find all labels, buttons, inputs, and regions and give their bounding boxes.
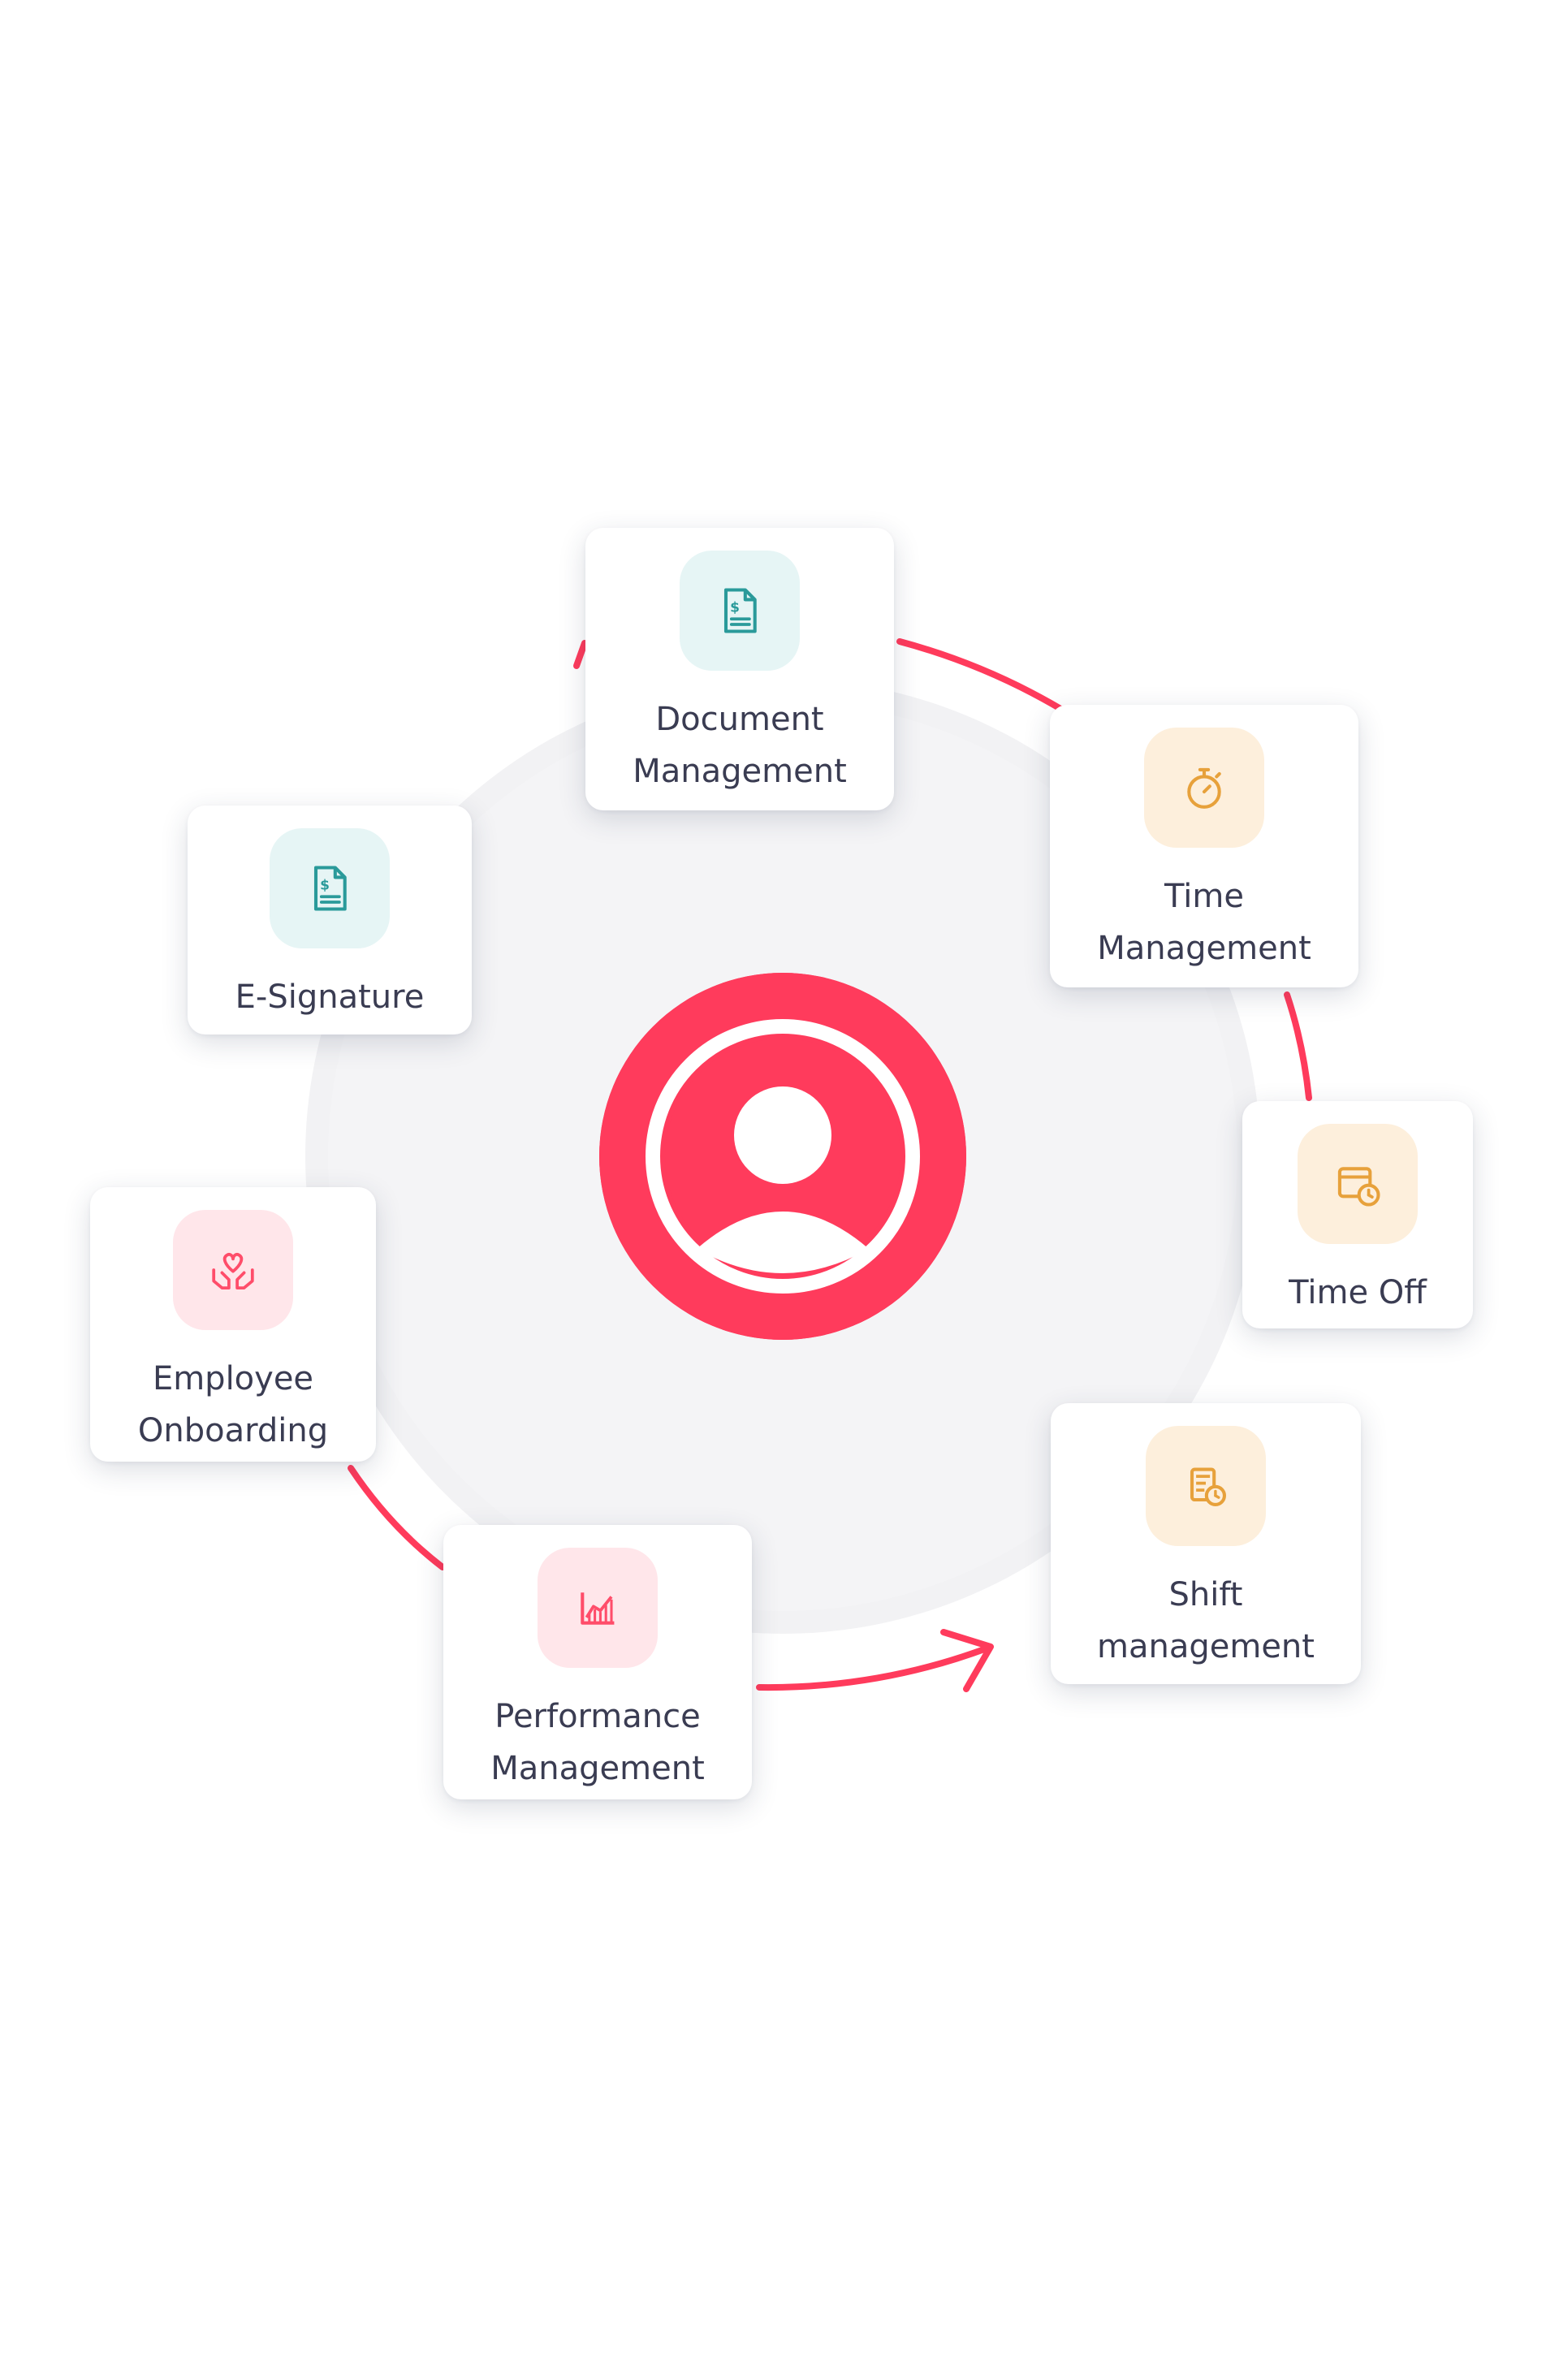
connector-arrow (756, 1645, 990, 1691)
card-label-line2: Management (633, 753, 847, 790)
card-label-line1: Shift (1168, 1576, 1243, 1613)
svg-text:$: $ (730, 600, 740, 616)
card-label: Shift management (1051, 1569, 1361, 1673)
schedule-clock-icon (1190, 1467, 1226, 1506)
card-label-line2: Management (490, 1750, 705, 1787)
hub-user-icon (599, 973, 966, 1340)
connector-arc (896, 638, 1073, 718)
card-time-management[interactable]: Time Management (1050, 705, 1358, 987)
dollar-document-icon: $ (723, 588, 757, 633)
card-label-line1: Performance (494, 1698, 701, 1735)
icon-tile (1298, 1124, 1418, 1244)
stopwatch-icon (1187, 767, 1221, 809)
card-label-line1: Employee (152, 1360, 314, 1397)
card-label-line2: Onboarding (137, 1412, 329, 1449)
card-performance-management[interactable]: Performance Management (443, 1525, 752, 1799)
connector-arc (1284, 991, 1312, 1101)
card-label: Document Management (585, 693, 894, 797)
card-label-line1: E-Signature (235, 978, 425, 1016)
card-label: Time Off (1242, 1267, 1473, 1319)
card-label-line1: Document (655, 701, 824, 738)
card-label-line2: Management (1097, 930, 1311, 967)
connector-arc (348, 1465, 446, 1570)
svg-text:$: $ (320, 878, 330, 894)
calendar-clock-icon (1337, 1167, 1380, 1207)
icon-tile (173, 1210, 293, 1330)
card-label-line1: Time (1164, 878, 1244, 915)
card-label: Time Management (1050, 870, 1358, 974)
card-label: Performance Management (443, 1691, 752, 1795)
icon-tile: $ (680, 551, 800, 671)
card-employee-onboarding[interactable]: Employee Onboarding (90, 1187, 376, 1462)
signature-document-icon: $ (313, 866, 347, 911)
card-document-management[interactable]: $ Document Management (585, 528, 894, 810)
icon-tile (1144, 728, 1264, 848)
user-circle-icon (599, 973, 966, 1340)
heart-hands-icon (212, 1253, 254, 1289)
card-label: E-Signature (188, 971, 472, 1023)
arrow-head-icon (940, 1629, 994, 1692)
card-e-signature[interactable]: $ E-Signature (188, 806, 472, 1035)
icon-tile: $ (270, 828, 390, 948)
card-label: Employee Onboarding (90, 1353, 376, 1457)
icon-tile (1146, 1426, 1266, 1546)
card-label-line1: Time Off (1289, 1274, 1427, 1311)
card-shift-management[interactable]: Shift management (1051, 1403, 1361, 1684)
card-label-line2: management (1097, 1628, 1315, 1665)
area-chart-icon (581, 1592, 615, 1625)
card-time-off[interactable]: Time Off (1242, 1101, 1473, 1328)
icon-tile (538, 1548, 658, 1668)
